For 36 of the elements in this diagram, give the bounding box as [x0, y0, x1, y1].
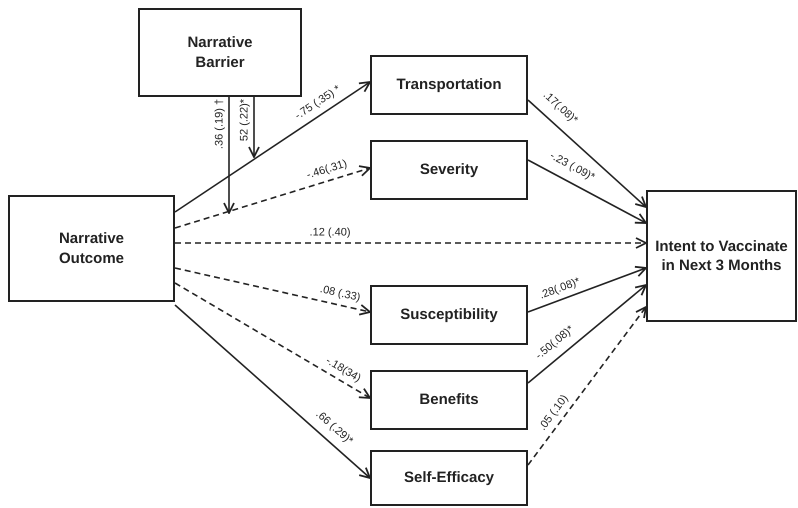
edge-label: .36 (.19) †: [214, 98, 226, 150]
edge-label: .12 (.40): [310, 228, 350, 238]
arrow: [527, 99, 647, 208]
arrow: [174, 81, 371, 213]
variable-box: [370, 140, 528, 200]
node-label: Transportation: [396, 75, 502, 95]
variable-box: [646, 190, 797, 322]
arrow: [223, 97, 235, 214]
variable-box: [370, 450, 528, 506]
node-label: Susceptibility: [400, 305, 498, 325]
edge-label: 52 (.22)*: [240, 98, 250, 142]
arrow: [174, 304, 371, 479]
variable-box: [370, 285, 528, 345]
node-label: Self-Efficacy: [404, 468, 494, 488]
edge-label: -.75 (.35) *: [293, 84, 343, 122]
variable-box: [370, 55, 528, 115]
arrow: [174, 267, 371, 316]
arrow: [527, 306, 647, 466]
node-label: Severity: [420, 160, 478, 180]
edge-label: -.46(.31): [306, 158, 348, 182]
arrow: [175, 237, 647, 249]
node-label: Benefits: [419, 390, 479, 410]
node-label: Intent to Vaccinate in Next 3 Months: [654, 236, 789, 276]
arrow: [174, 282, 371, 399]
variable-box: [138, 8, 302, 97]
arrow: [174, 165, 371, 229]
arrow: [528, 266, 647, 313]
arrow: [248, 97, 260, 158]
edge-label: -.23 (.09)*: [548, 150, 596, 184]
arrow: [527, 284, 647, 384]
arrow: [528, 159, 647, 224]
edge-label: .08 (.33): [318, 284, 362, 304]
node-label: Narrative Outcome: [58, 229, 126, 268]
variable-box: [8, 195, 175, 302]
node-label: Narrative Barrier: [186, 33, 254, 72]
variable-box: [370, 370, 528, 430]
